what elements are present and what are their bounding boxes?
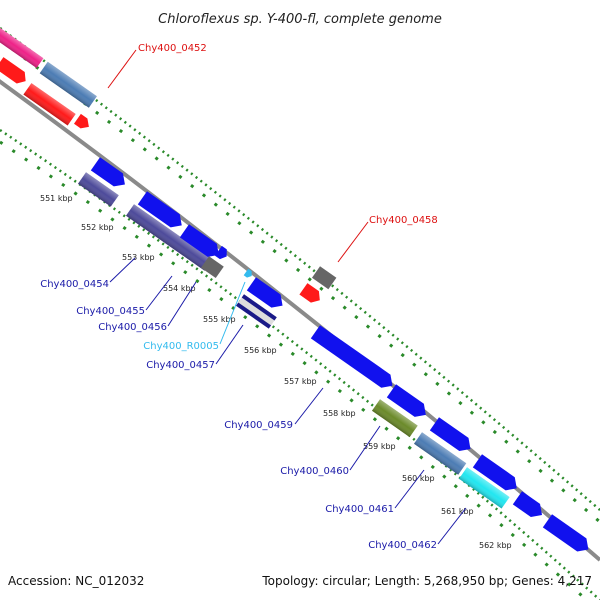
kbp-label: 562 kbp: [479, 541, 512, 550]
gc-dash-track: [0, 38, 600, 600]
gene-label-Chy400_0452[interactable]: Chy400_0452: [138, 43, 207, 54]
gene-label-Chy400_0454[interactable]: Chy400_0454: [40, 279, 109, 290]
kbp-label: 559 kbp: [363, 442, 396, 451]
gene-label-Chy400_0460[interactable]: Chy400_0460: [280, 466, 349, 477]
gene-label-Chy400_0459[interactable]: Chy400_0459: [224, 420, 293, 431]
gene-blue-0457a[interactable]: [246, 277, 287, 312]
genome-stats-text: Topology: circular; Length: 5,268,950 bp…: [261, 574, 592, 588]
kbp-label: 555 kbp: [203, 315, 236, 324]
gene-blue-0459b[interactable]: [386, 384, 431, 421]
gene-features: [0, 26, 593, 556]
gene-labels: Chy400_0452 Chy400_0458 Chy400_0454 Chy4…: [40, 43, 438, 551]
gene-leader-lines: [107, 49, 467, 545]
gene-grey-0456[interactable]: [200, 256, 224, 279]
kbp-label: 561 kbp: [441, 507, 474, 516]
gene-Chy400_0458[interactable]: [311, 266, 337, 290]
gene-label-Chy400_0461[interactable]: Chy400_0461: [325, 504, 394, 515]
kbp-label: 558 kbp: [323, 409, 356, 418]
accession-text: Accession: NC_012032: [8, 574, 144, 588]
gene-label-Chy400_0455[interactable]: Chy400_0455: [76, 306, 145, 317]
gene-blue-0455a[interactable]: [137, 191, 186, 232]
gene-blue-0462b[interactable]: [512, 491, 547, 521]
map-title: Chloroflexus sp. Y-400-fl, complete geno…: [158, 12, 442, 27]
gene-red-1[interactable]: [0, 57, 30, 87]
gene-Chy400_0456[interactable]: [179, 224, 224, 261]
gene-blue-0461b[interactable]: [472, 454, 521, 495]
kbp-label: 552 kbp: [81, 223, 114, 232]
gene-label-Chy400_R0005[interactable]: Chy400_R0005: [143, 341, 219, 352]
gene-blue-0462c[interactable]: [542, 514, 593, 556]
kbp-label: 560 kbp: [402, 474, 435, 483]
gene-blue-0453[interactable]: [90, 157, 130, 191]
gene-label-Chy400_0462[interactable]: Chy400_0462: [368, 540, 437, 551]
gene-label-Chy400_0458[interactable]: Chy400_0458: [369, 215, 438, 226]
gene-red-0458[interactable]: [299, 283, 323, 306]
gene-Chy400_0459[interactable]: [310, 325, 397, 392]
kbp-label: 554 kbp: [163, 284, 196, 293]
gene-label-Chy400_0456[interactable]: Chy400_0456: [98, 322, 167, 333]
gene-blue-0460b[interactable]: [429, 417, 475, 455]
kbp-label: 553 kbp: [122, 253, 155, 262]
gene-red-3[interactable]: [73, 113, 92, 132]
kbp-label: 556 kbp: [244, 346, 277, 355]
kbp-label: 557 kbp: [284, 377, 317, 386]
gene-Chy400_R0005[interactable]: [243, 268, 254, 280]
gene-label-Chy400_0457[interactable]: Chy400_0457: [146, 360, 215, 371]
scale-labels: 551 kbp 552 kbp 553 kbp 554 kbp 555 kbp …: [40, 194, 512, 550]
gene-blue-small[interactable]: [214, 245, 230, 262]
gene-Chy400_0457[interactable]: [235, 294, 277, 329]
kbp-label: 551 kbp: [40, 194, 73, 203]
